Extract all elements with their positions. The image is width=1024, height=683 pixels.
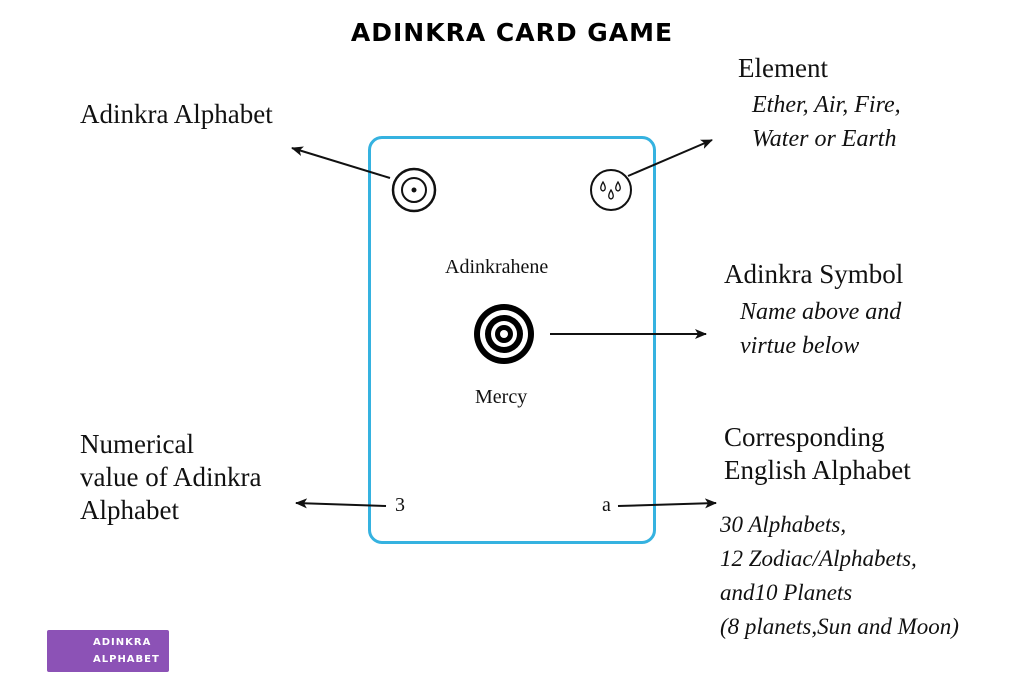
english-alphabet-sub-line: (8 planets,Sun and Moon)	[720, 614, 959, 639]
arrow-to-adinkra-alphabet	[291, 146, 391, 179]
card-number: 3	[395, 494, 405, 516]
english-alphabet-sub-line: 30 Alphabets,	[720, 512, 847, 537]
english-alphabet-line: Corresponding	[724, 422, 885, 452]
english-alphabet-sub-line: and10 Planets	[720, 580, 853, 605]
english-alphabet-sub-line: 12 Zodiac/Alphabets,	[720, 546, 917, 571]
adinkra-card	[368, 136, 656, 544]
arrow-to-numerical-value	[295, 498, 387, 509]
element-sub-line: Water or Earth	[752, 126, 897, 152]
english-alphabet-sub-label: 30 Alphabets, 12 Zodiac/Alphabets, and10…	[720, 508, 959, 644]
adinkra-alphabet-label: Adinkra Alphabet	[80, 99, 273, 129]
element-sub-label: Ether, Air, Fire, Water or Earth	[752, 88, 901, 156]
numerical-value-line: value of Adinkra	[80, 462, 262, 492]
logo-text: ADINKRA ALPHABET	[93, 634, 168, 668]
adinkra-alphabet-logo	[47, 630, 169, 672]
english-alphabet-line: English Alphabet	[724, 455, 911, 485]
arrow-to-element	[627, 139, 713, 177]
element-sub-line: Ether, Air, Fire,	[752, 92, 901, 118]
numerical-value-line: Numerical	[80, 429, 194, 459]
english-alphabet-label: Corresponding English Alphabet	[724, 421, 911, 487]
water-drops-icon	[590, 169, 632, 211]
card-symbol-name: Adinkrahene	[445, 256, 549, 278]
adinkrahene-concentric-circles-icon	[474, 304, 534, 364]
adinkra-symbol-sub-label: Name above and virtue below	[740, 295, 901, 363]
arrow-to-english-alphabet	[617, 498, 717, 509]
numerical-value-line: Alphabet	[80, 495, 179, 525]
logo-line: ADINKRA	[93, 637, 152, 648]
card-letter: a	[602, 494, 611, 516]
logo-line: ALPHABET	[93, 654, 160, 665]
circle-dot-icon	[391, 167, 437, 213]
adinkra-symbol-sub-line: virtue below	[740, 333, 860, 359]
element-label: Element	[738, 53, 828, 83]
page-title: ADINKRA CARD GAME	[350, 18, 674, 47]
numerical-value-label: Numerical value of Adinkra Alphabet	[80, 428, 261, 527]
card-virtue: Mercy	[475, 386, 528, 408]
adinkra-symbol-sub-line: Name above and	[740, 299, 902, 325]
adinkra-symbol-label: Adinkra Symbol	[724, 259, 904, 289]
